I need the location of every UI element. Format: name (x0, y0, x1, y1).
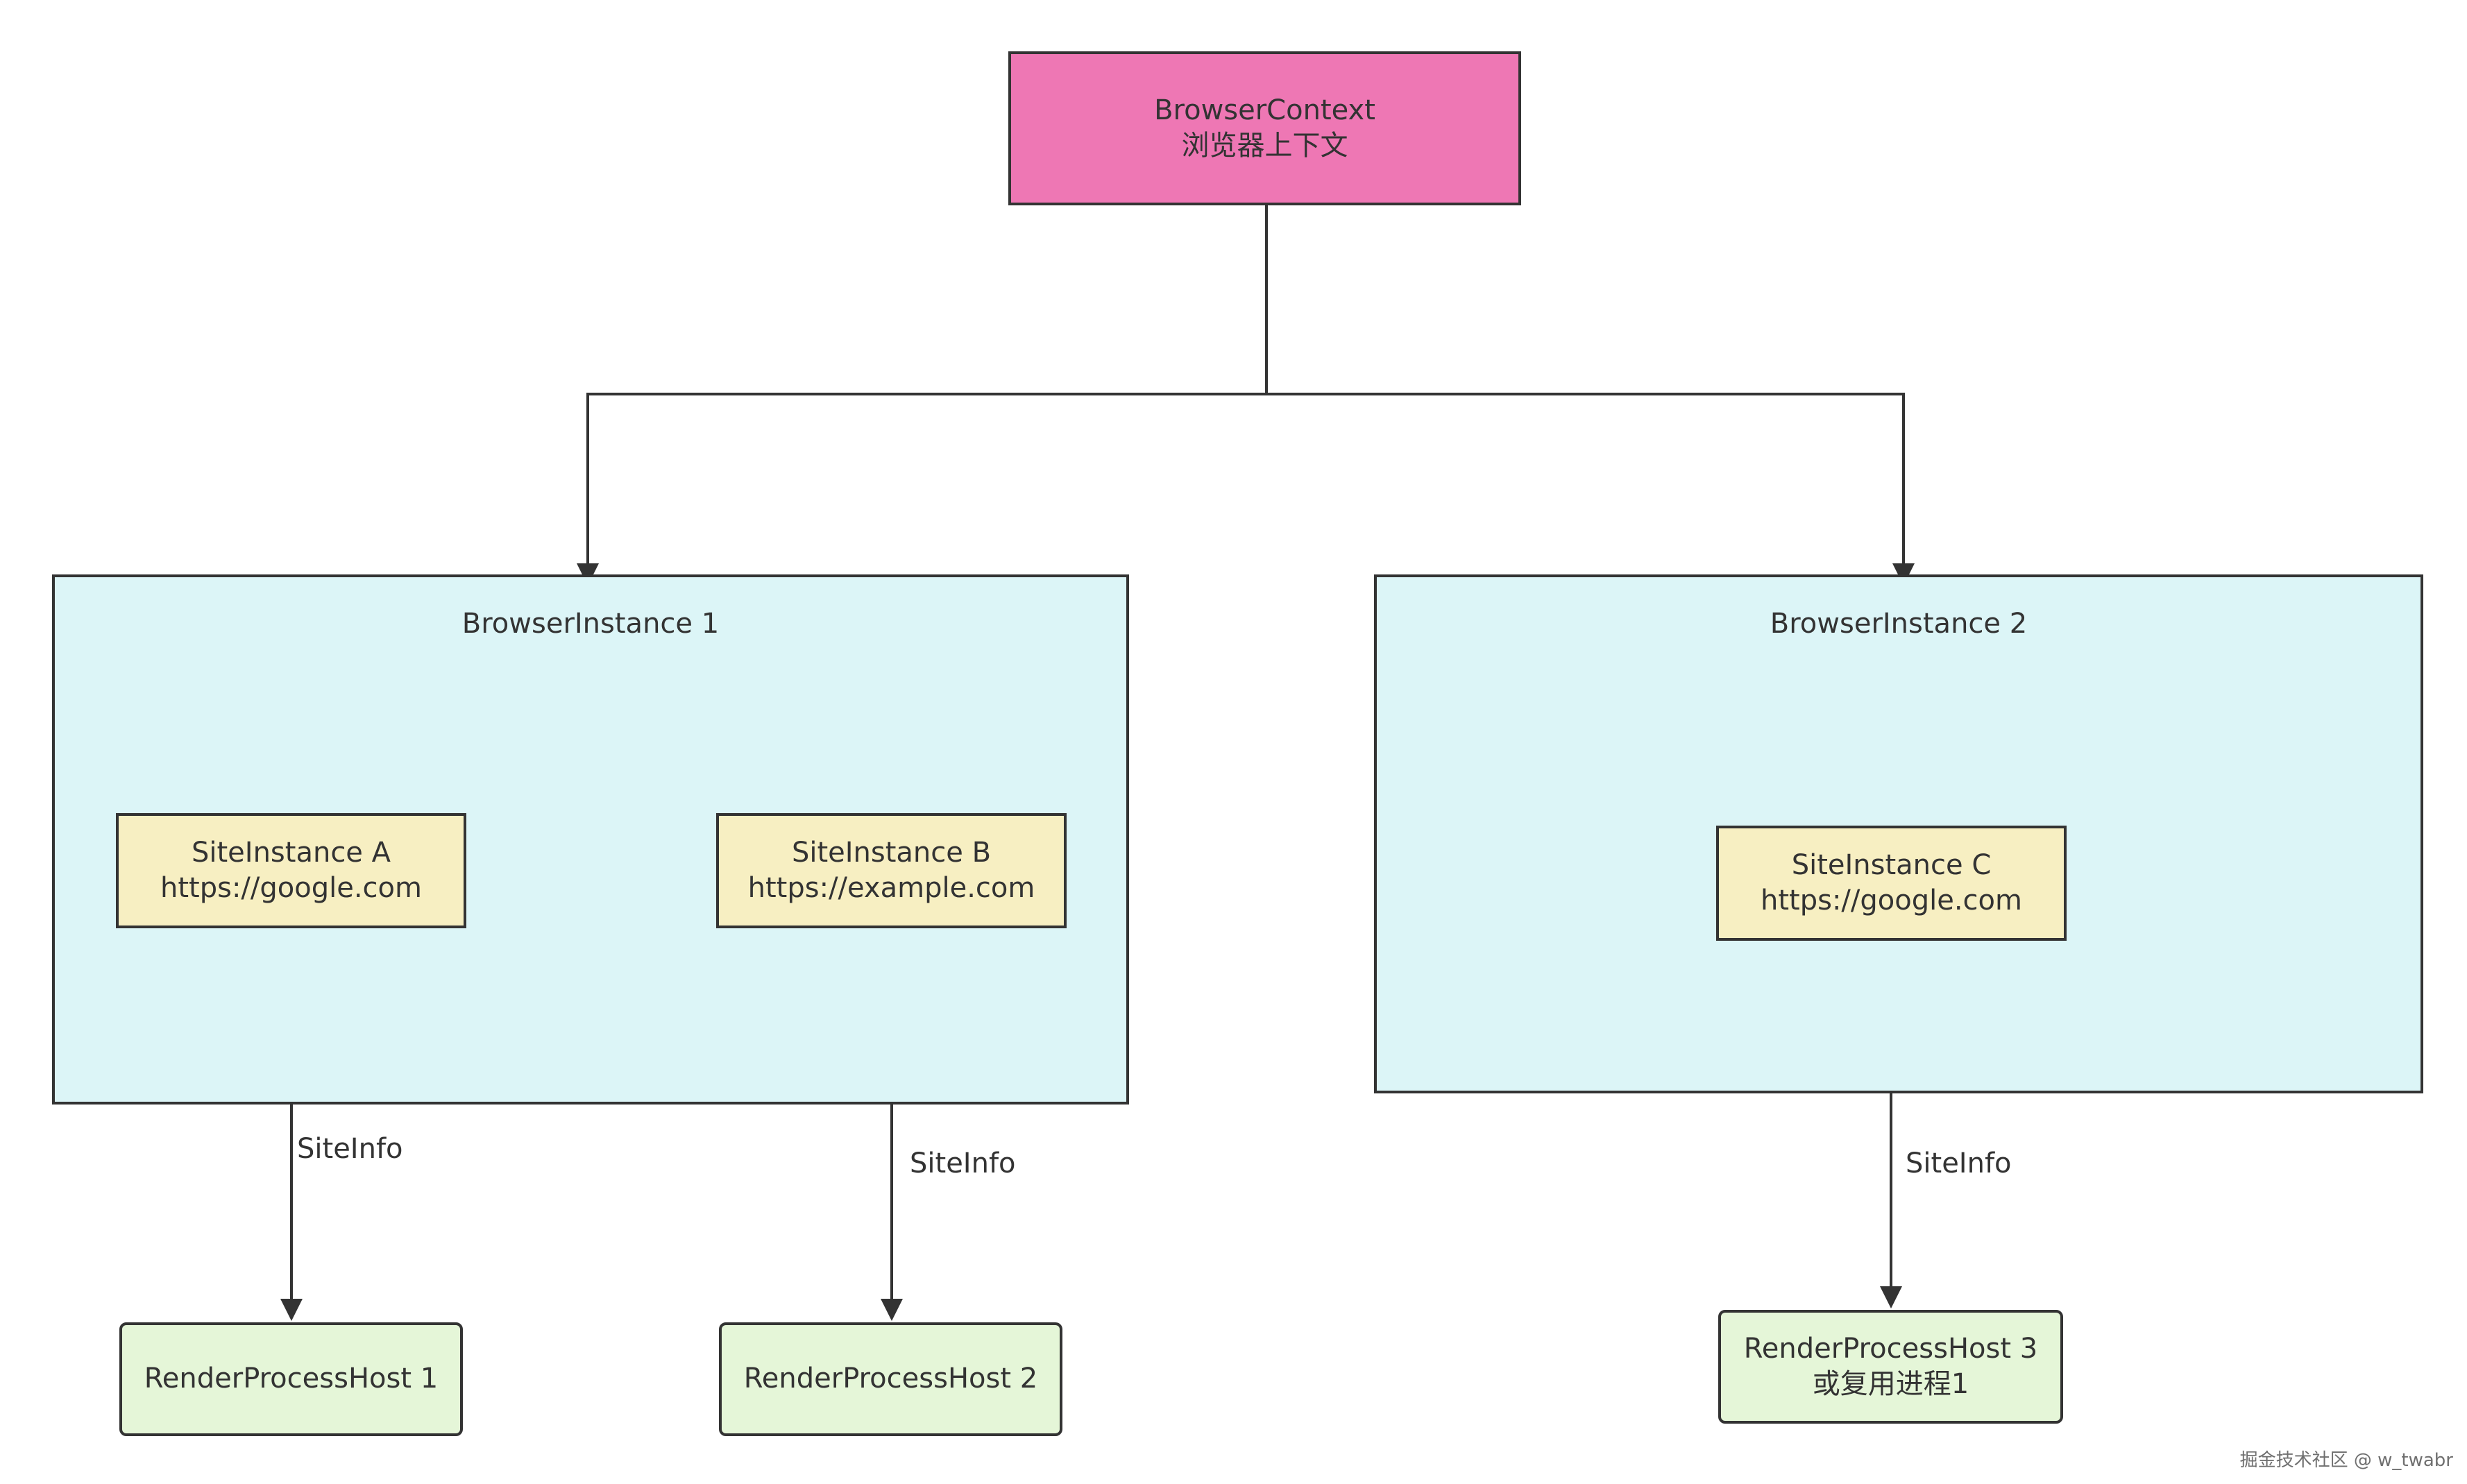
render-process-host-3-label: RenderProcessHost 3 (1743, 1332, 2038, 1365)
context-to-instance1-connector (577, 205, 1268, 586)
render-process-host-1-label: RenderProcessHost 1 (144, 1363, 439, 1395)
browser-context-title: BrowserContext (1154, 94, 1375, 126)
site-instance-b: SiteInstance B https://example.com (716, 813, 1067, 928)
site-instance-c-url: https://google.com (1761, 885, 2022, 916)
browser-instance-2-title: BrowserInstance 2 (1770, 608, 2028, 640)
edge-label-siteinfo-c: SiteInfo (1906, 1148, 2012, 1179)
site-instance-c-title: SiteInstance C (1791, 848, 1992, 881)
site-instance-a-url: https://google.com (160, 872, 422, 904)
browser-context-node: BrowserContext 浏览器上下文 (1008, 51, 1521, 205)
edge-label-siteinfo-b: SiteInfo (910, 1148, 1016, 1179)
render-process-host-3-note: 或复用进程1 (1812, 1368, 1969, 1400)
render-process-host-1: RenderProcessHost 1 (119, 1322, 463, 1436)
site-instance-a-title: SiteInstance A (191, 836, 391, 869)
browser-context-subtitle: 浏览器上下文 (1181, 130, 1348, 162)
site-instance-b-url: https://example.com (747, 872, 1035, 904)
site-instance-c: SiteInstance C https://google.com (1716, 826, 2067, 941)
watermark: 掘金技术社区 @ w_twabr (2239, 1450, 2453, 1471)
site-instance-a: SiteInstance A https://google.com (116, 813, 466, 928)
edge-label-siteinfo-a: SiteInfo (297, 1133, 403, 1165)
context-to-instance2-connector (1266, 393, 1915, 586)
render-process-host-3: RenderProcessHost 3 或复用进程1 (1718, 1310, 2063, 1424)
render-process-host-2-label: RenderProcessHost 2 (743, 1363, 1038, 1395)
browser-instance-1-title: BrowserInstance 1 (461, 608, 720, 640)
render-process-host-2: RenderProcessHost 2 (719, 1322, 1062, 1436)
site-instance-b-title: SiteInstance B (791, 836, 992, 869)
